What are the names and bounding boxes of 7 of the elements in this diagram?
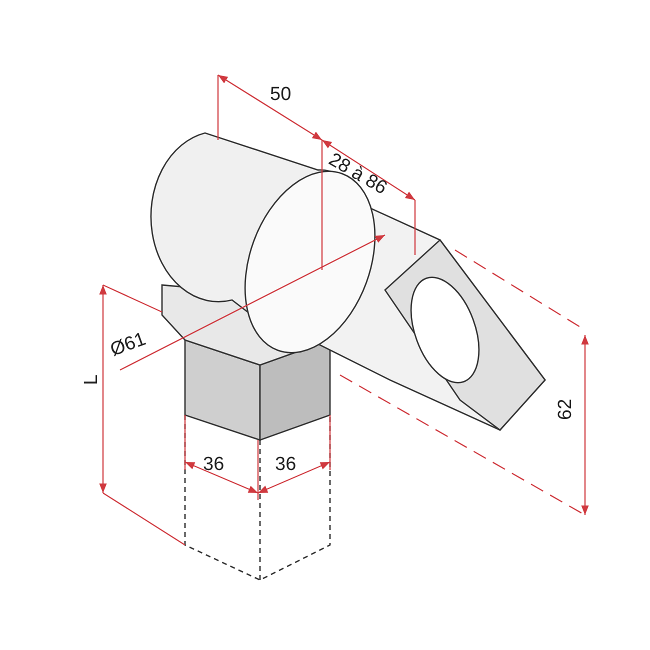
dimension-label: 28 à 86 [326, 150, 390, 198]
dimension-label: 50 [270, 85, 292, 104]
dimension-label: L [82, 374, 101, 385]
dimension-label: Ø61 [108, 330, 148, 360]
dimension-label: 36 [275, 455, 296, 474]
dimension-label: 36 [203, 455, 224, 474]
dimension-label: 62 [556, 398, 575, 420]
